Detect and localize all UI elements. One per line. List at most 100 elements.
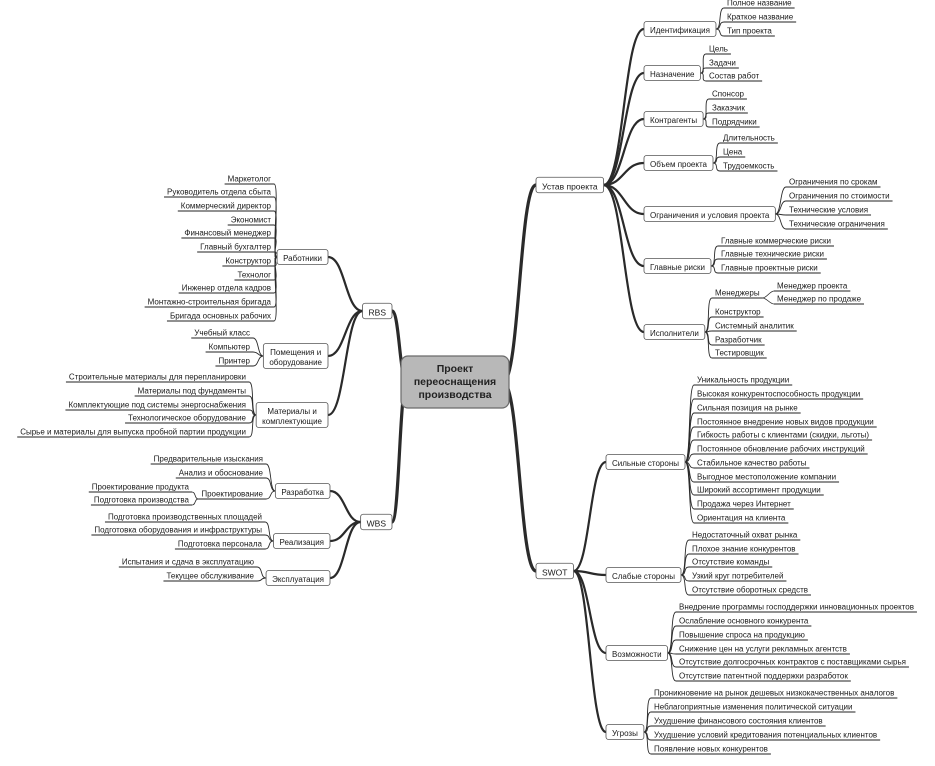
leaf-label: Заказчик bbox=[712, 104, 745, 113]
leaf-label: Спонсор bbox=[712, 90, 745, 99]
node-label: Контрагенты bbox=[650, 116, 697, 125]
leaf-node: Конструктор bbox=[222, 257, 274, 267]
leaf-node: Отсутствие команды bbox=[689, 558, 773, 568]
leaf-label: Сильная позиция на рынке bbox=[697, 404, 798, 413]
connector-line bbox=[248, 414, 257, 438]
connector-line bbox=[273, 256, 278, 322]
leaf-label: Состав работ bbox=[709, 72, 759, 81]
node-box bbox=[643, 258, 712, 274]
leaf-label: Комплектующие под системы энергоснабжени… bbox=[68, 401, 246, 410]
leaf-label: Технологическое оборудование bbox=[128, 414, 247, 423]
leaf-label: Уникальность продукции bbox=[697, 376, 789, 385]
connector-line bbox=[256, 566, 267, 579]
node-реализация[interactable]: Реализация bbox=[273, 533, 331, 549]
leaf-node: Отсутствие патентной поддержки разработо… bbox=[676, 672, 851, 682]
leaf-label: Цена bbox=[723, 148, 743, 157]
leaf-node: Главные технические риски bbox=[718, 250, 827, 260]
leaf-node: Инженер отдела кадров bbox=[178, 284, 274, 294]
node-слабые-стороны[interactable]: Слабые стороны bbox=[605, 567, 682, 583]
leaf-label: Конструктор bbox=[225, 257, 271, 266]
leaf-node: Руководитель отдела сбыта bbox=[164, 188, 274, 198]
leaf-node: Менеджеры bbox=[712, 289, 763, 299]
leaf-node: Главные проектные риски bbox=[718, 264, 821, 274]
node-label: Главные риски bbox=[650, 263, 705, 272]
leaf-label: Технические ограничения bbox=[789, 220, 885, 229]
node-box bbox=[265, 570, 331, 586]
connector-line bbox=[252, 355, 264, 367]
node-возможности[interactable]: Возможности bbox=[605, 645, 668, 661]
leaf-label: Постоянное внедрение новых видов продукц… bbox=[697, 418, 874, 427]
leaf-node: Краткое название bbox=[724, 13, 797, 23]
leaf-node: Технолог bbox=[234, 271, 274, 281]
leaf-node: Экономист bbox=[227, 216, 274, 226]
leaf-node: Недостаточный охват рынка bbox=[689, 531, 801, 541]
node-box bbox=[643, 21, 717, 37]
leaf-node: Главный бухгалтер bbox=[197, 243, 274, 253]
leaf-label: Неблагоприятные изменения политической с… bbox=[654, 703, 852, 712]
leaf-node: Испытания и сдача в эксплуатацию bbox=[118, 558, 257, 568]
leaf-node: Предварительные изыскания bbox=[150, 455, 266, 465]
leaf-label: Текущее обслуживание bbox=[166, 572, 254, 581]
node-контрагенты[interactable]: Контрагенты bbox=[643, 111, 704, 127]
leaf-node: Широкий ассортимент продукции bbox=[694, 486, 824, 496]
leaf-label: Трудоемкость bbox=[723, 162, 774, 171]
leaf-node: Материалы под фундаменты bbox=[134, 387, 249, 397]
leaf-node: Сильная позиция на рынке bbox=[694, 404, 801, 414]
node-разработка[interactable]: Разработка bbox=[274, 483, 331, 499]
leaf-node: Плохое знание конкурентов bbox=[689, 545, 799, 555]
node-главные-риски[interactable]: Главные риски bbox=[643, 258, 712, 274]
node-label: Угрозы bbox=[612, 729, 638, 738]
connector-line bbox=[715, 28, 725, 37]
branch-устав-проекта[interactable]: Устав проекта bbox=[535, 176, 605, 194]
connector-line bbox=[680, 574, 690, 596]
leaf-node: Подготовка производства bbox=[90, 496, 192, 506]
node-угрозы[interactable]: Угрозы bbox=[605, 724, 645, 740]
leaf-label: Главные технические риски bbox=[721, 250, 824, 259]
leaf-node: Текущее обслуживание bbox=[163, 572, 257, 582]
leaf-label: Отсутствие долгосрочных контрактов с пос… bbox=[679, 658, 906, 667]
leaf-node: Неблагоприятные изменения политической с… bbox=[651, 703, 856, 713]
leaf-label: Руководитель отдела сбыта bbox=[167, 188, 272, 197]
node-сильные-стороны[interactable]: Сильные стороны bbox=[605, 454, 686, 470]
node-объем-проекта[interactable]: Объем проекта bbox=[643, 155, 714, 171]
node-label: Ограничения и условия проекта bbox=[650, 211, 770, 220]
leaf-node: Подготовка персонала bbox=[174, 540, 265, 550]
connector-line bbox=[602, 71, 646, 187]
leaf-node: Маркетолог bbox=[224, 175, 274, 185]
branch-wbs[interactable]: WBS bbox=[360, 513, 393, 531]
leaf-node: Длительность bbox=[720, 134, 778, 144]
leaf-label: Высокая конкурентоспособность продукции bbox=[697, 390, 860, 399]
leaf-label: Отсутствие патентной поддержки разработо… bbox=[679, 672, 848, 681]
node-эксплуатация[interactable]: Эксплуатация bbox=[265, 570, 331, 586]
leaf-node: Постоянное внедрение новых видов продукц… bbox=[694, 418, 877, 428]
leaf-node: Стабильное качество работы bbox=[694, 459, 810, 469]
node-ограничения-и-условия-проекта[interactable]: Ограничения и условия проекта bbox=[643, 206, 776, 222]
leaf-label: Продажа через Интернет bbox=[697, 500, 791, 509]
leaf-label: Тестировщик bbox=[715, 349, 764, 358]
node-работники[interactable]: Работники bbox=[276, 249, 329, 265]
branch-swot[interactable]: SWOT bbox=[535, 562, 574, 580]
leaf-node: Финансовый менеджер bbox=[181, 229, 274, 239]
leaf-node: Ослабление основного конкурента bbox=[676, 617, 812, 627]
leaf-label: Строительные материалы для перепланировк… bbox=[69, 373, 246, 382]
node-box bbox=[535, 176, 605, 194]
leaf-label: Анализ и обоснование bbox=[179, 469, 264, 478]
branch-rbs[interactable]: RBS bbox=[362, 302, 393, 320]
connector-line bbox=[702, 112, 710, 120]
leaf-node: Появление новых конкурентов bbox=[651, 745, 771, 755]
leaf-node: Ориентация на клиента bbox=[694, 514, 789, 524]
leaf-node: Разработчик bbox=[712, 336, 765, 346]
node-label: SWOT bbox=[542, 567, 568, 577]
leaf-label: Внедрение программы господдержки инновац… bbox=[679, 603, 914, 612]
node-исполнители[interactable]: Исполнители bbox=[643, 324, 706, 340]
node-назначение[interactable]: Назначение bbox=[643, 65, 701, 81]
leaf-label: Технические условия bbox=[789, 206, 868, 215]
node-идентификация[interactable]: Идентификация bbox=[643, 21, 717, 37]
leaf-label: Широкий ассортимент продукции bbox=[697, 486, 821, 495]
leaf-label: Главные проектные риски bbox=[721, 264, 818, 273]
leaf-node: Технологическое оборудование bbox=[125, 414, 249, 424]
leaf-node: Полное название bbox=[724, 0, 795, 9]
